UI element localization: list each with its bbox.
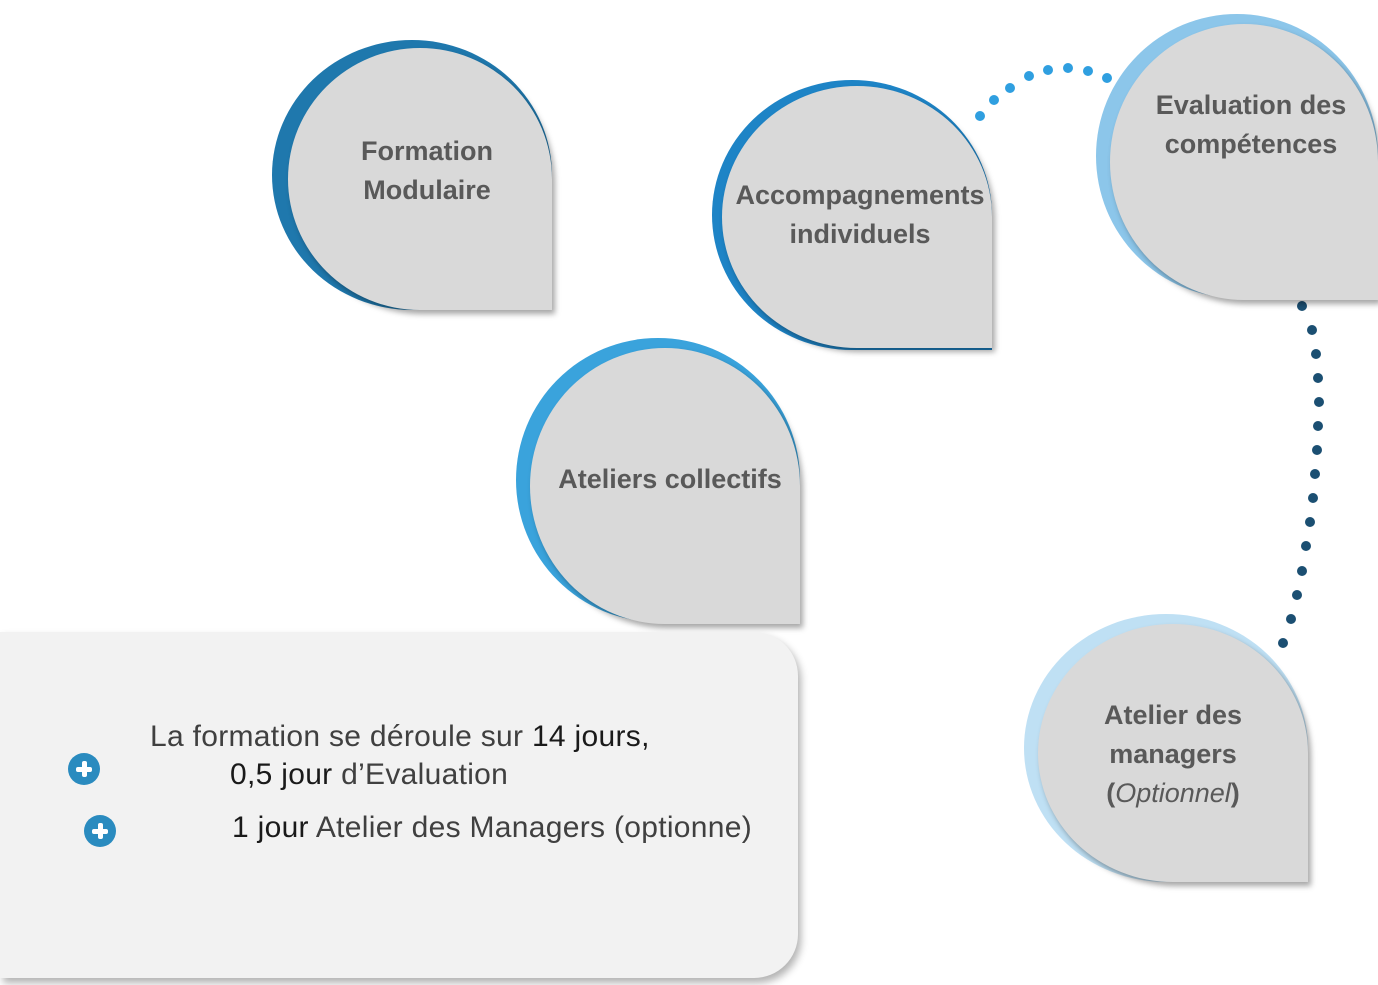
node-label-line1: Ateliers collectifs [558,464,782,494]
node-atelier-managers: Atelier des managers (Optionnel) [1024,614,1310,886]
info-line2-bold: 0,5 jour [230,758,333,791]
node-label-line2: Modulaire [363,175,491,205]
optionnel-label: Optionnel [1115,778,1231,808]
node-evaluation-competences: Evaluation des compétences [1096,14,1378,300]
node-label-line1: Formation [361,136,493,166]
node-label-line3: (Optionnel) [1038,774,1308,813]
info-line3-bold: 1 jour [232,811,309,844]
node-label-line1: Accompagnements [735,180,985,210]
node-label-line2: individuels [789,219,931,249]
info-line1-bold: 14 jours, [531,720,650,753]
node-label-line1: Evaluation des [1155,90,1347,120]
node-accompagnements-individuels: Accompagnements individuels [712,80,1002,352]
node-label-line1: Atelier des [1103,700,1243,730]
info-line1-text: La formation se déroule sur [150,720,532,753]
plus-circle-icon [84,815,116,847]
info-line2-text: d’Evaluation [332,758,509,791]
node-ateliers-collectifs: Ateliers collectifs [516,338,804,626]
info-line-2: 0,5 jour d’Evaluation [230,758,508,792]
node-label-line2: compétences [1164,129,1338,159]
info-line-3: 1 jour Atelier des Managers (optionne) [232,811,752,845]
dotted-connector-top [975,63,1112,121]
info-line3-text: Atelier des Managers (optionne) [308,811,753,844]
node-label-line2: managers [1109,739,1237,769]
info-line-1: La formation se déroule sur 14 jours, [150,720,650,754]
close-paren: ) [1230,778,1240,808]
info-box: La formation se déroule sur 14 jours, 0,… [0,632,798,978]
dotted-connector-right [1278,301,1324,648]
plus-circle-icon [68,753,100,785]
open-paren: ( [1106,778,1116,808]
node-formation-modulaire: Formation Modulaire [272,40,562,320]
